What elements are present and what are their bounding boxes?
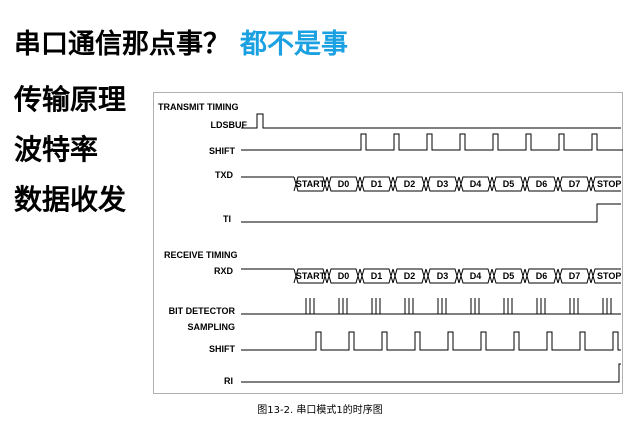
txd-segment-d0: D0 xyxy=(338,179,350,189)
rxd-segment-d2: D2 xyxy=(404,271,416,281)
ti-label: TI xyxy=(223,214,231,224)
rxd-segment-stop: STOP xyxy=(597,271,621,281)
txd-seg-upper-d0 xyxy=(326,176,361,192)
topic-transmission-principle: 传输原理 xyxy=(14,83,127,116)
txd-seg-upper-stop xyxy=(590,176,621,192)
txd-seg-upper-d6 xyxy=(524,176,559,192)
tx-shift-label: SHIFT xyxy=(209,146,236,156)
rxd-seg-upper-d0 xyxy=(326,268,361,284)
rxd-segment-d7: D7 xyxy=(569,271,581,281)
ri-label: RI xyxy=(224,376,233,386)
txd-seg-upper-d2 xyxy=(392,176,427,192)
rxd-seg-upper-start xyxy=(293,268,328,284)
rxd-seg-upper-d5 xyxy=(491,268,526,284)
rxd-seg-upper-stop xyxy=(590,268,621,284)
ti-waveform xyxy=(241,203,621,223)
figure-caption: 图13-2. 串口模式1的时序图 xyxy=(257,405,383,416)
rxd-seg-upper-d3 xyxy=(425,268,460,284)
title-accent: 都不是事 xyxy=(240,29,348,60)
transmit-timing-heading: TRANSMIT TIMING xyxy=(158,102,239,112)
rxd-seg-lower-stop xyxy=(590,268,621,284)
slide-title: 串口通信那点事？ 都不是事 xyxy=(14,22,348,61)
rxd-frame: START D0 D1 D2 D3 D4 D5 D6 D7 STOP xyxy=(241,268,621,284)
txd-segment-start: START xyxy=(296,179,326,189)
rxd-segment-d3: D3 xyxy=(437,271,449,281)
rxd-seg-upper-d6 xyxy=(524,268,559,284)
rxd-segment-d5: D5 xyxy=(503,271,515,281)
topic-baud-rate: 波特率 xyxy=(14,133,99,166)
bit-detector-label: BIT DETECTOR xyxy=(169,306,236,316)
txd-seg-upper-d3 xyxy=(425,176,460,192)
timing-diagram-figure: TRANSMIT TIMING LDSBUF SHIFT TXD TI RECE… xyxy=(153,92,623,394)
rxd-seg-upper-d2 xyxy=(392,268,427,284)
rxd-seg-upper-d1 xyxy=(359,268,394,284)
txd-segment-d1: D1 xyxy=(371,179,383,189)
txd-seg-upper-start xyxy=(293,176,328,192)
txd-segment-d5: D5 xyxy=(503,179,515,189)
txd-segment-d6: D6 xyxy=(536,179,548,189)
txd-segment-d3: D3 xyxy=(437,179,449,189)
receive-timing-heading: RECEIVE TIMING xyxy=(164,250,238,260)
txd-label: TXD xyxy=(215,170,234,180)
rxd-label: RXD xyxy=(214,266,234,276)
txd-seg-upper-d7 xyxy=(557,176,592,192)
txd-seg-upper-d1 xyxy=(359,176,394,192)
rx-shift-label: SHIFT xyxy=(209,344,236,354)
txd-frame: START D0 D1 D2 D3 D4 D5 D6 D7 STOP xyxy=(241,176,621,192)
txd-segment-d2: D2 xyxy=(404,179,416,189)
ri-waveform xyxy=(241,363,621,383)
rxd-segment-d1: D1 xyxy=(371,271,383,281)
rxd-segment-d4: D4 xyxy=(470,271,482,281)
txd-seg-lower-stop xyxy=(590,176,621,192)
bit-detector-waveform xyxy=(241,298,621,315)
title-main: 串口通信那点事？ xyxy=(14,29,230,60)
sampling-label: SAMPLING xyxy=(187,322,235,332)
txd-segment-stop: STOP xyxy=(597,179,621,189)
rxd-segment-d0: D0 xyxy=(338,271,350,281)
topic-data-send-receive: 数据收发 xyxy=(14,183,127,216)
rxd-seg-upper-d7 xyxy=(557,268,592,284)
rxd-segment-start: START xyxy=(296,271,326,281)
txd-segment-d4: D4 xyxy=(470,179,482,189)
tx-shift-waveform xyxy=(241,133,623,151)
timing-diagram: TRANSMIT TIMING LDSBUF SHIFT TXD TI RECE… xyxy=(153,92,623,394)
ldsbuf-label: LDSBUF xyxy=(211,120,248,130)
txd-seg-upper-d4 xyxy=(458,176,493,192)
ldsbuf-waveform xyxy=(241,113,621,129)
rxd-seg-upper-d4 xyxy=(458,268,493,284)
rxd-segment-d6: D6 xyxy=(536,271,548,281)
txd-segment-d7: D7 xyxy=(569,179,581,189)
txd-seg-upper-d5 xyxy=(491,176,526,192)
rx-shift-waveform xyxy=(241,331,621,351)
